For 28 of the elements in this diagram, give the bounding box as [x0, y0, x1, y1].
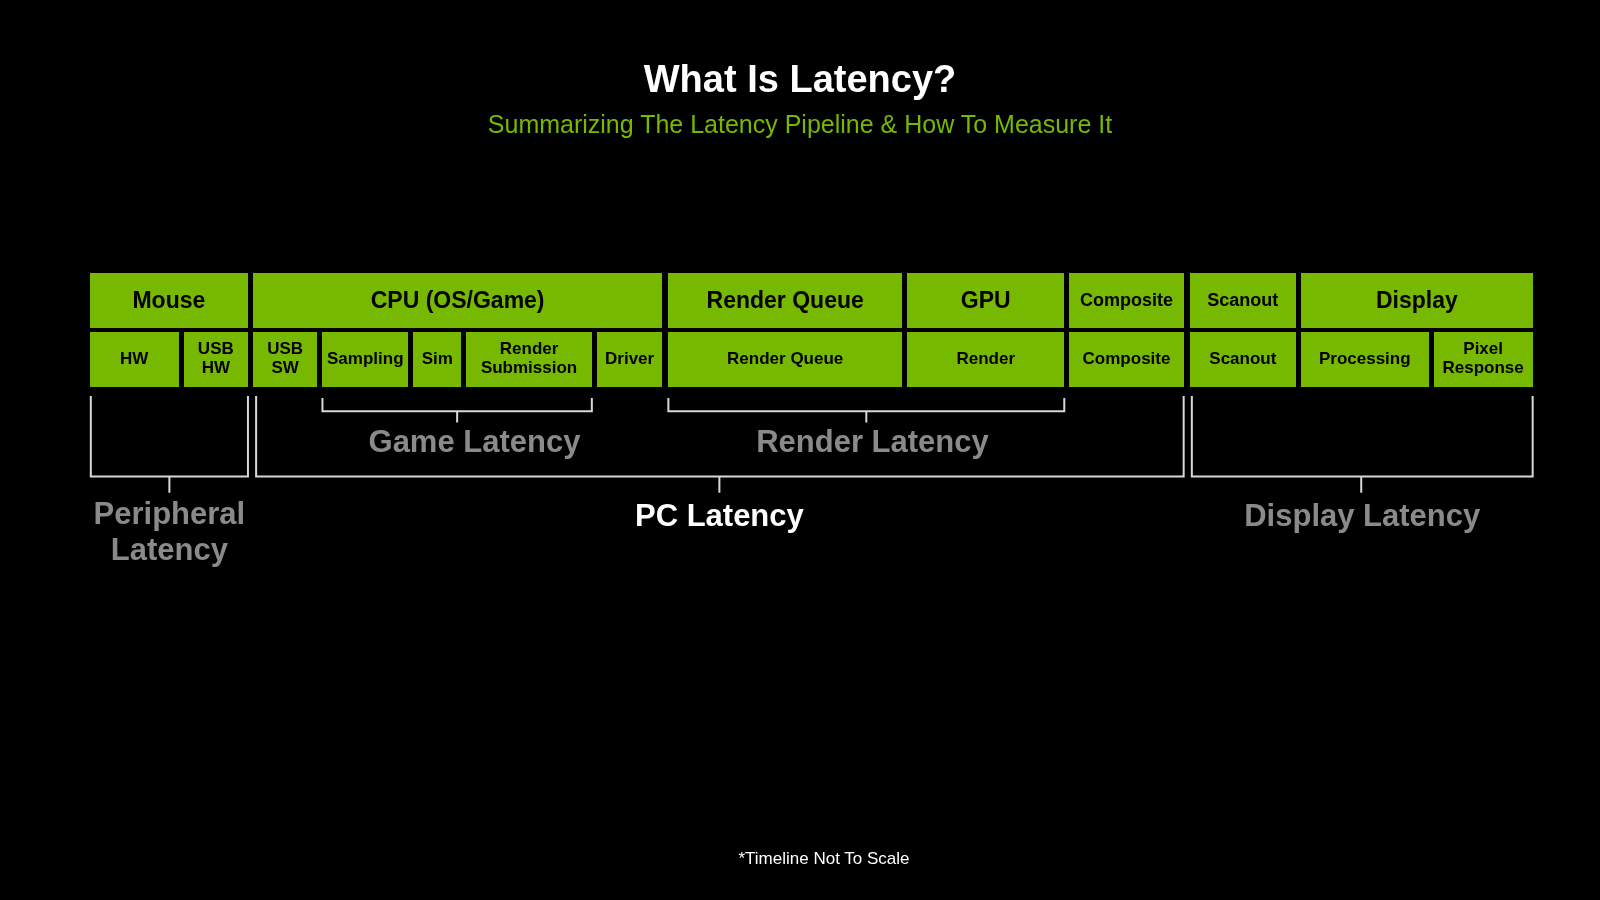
component-box: CPU (OS/Game) — [253, 273, 663, 328]
component-box: Scanout — [1189, 273, 1296, 328]
title: What Is Latency? — [642, 58, 958, 101]
component-box: Render Queue — [668, 273, 903, 328]
bracket-label: Game Latency — [367, 424, 582, 461]
stage-box: Sim — [413, 331, 462, 387]
bracket-label: Display Latency — [1243, 497, 1482, 534]
component-box: Display — [1301, 273, 1533, 328]
stage-box: Render Submission — [466, 331, 592, 387]
stage-box: Composite — [1069, 331, 1184, 387]
bracket-label: Render Latency — [755, 424, 990, 461]
stage-box: Pixel Response — [1433, 331, 1533, 387]
stage-box: Driver — [596, 331, 663, 387]
component-box: Mouse — [89, 273, 248, 328]
stage-box: USB HW — [183, 331, 248, 387]
footnote: *Timeline Not To Scale — [737, 848, 911, 869]
bracket-label: Peripheral Latency — [92, 495, 247, 568]
bracket-label: PC Latency — [633, 497, 805, 534]
stage-box: USB SW — [253, 331, 318, 387]
stage-box: Render — [907, 331, 1065, 387]
stage-box: Sampling — [322, 331, 409, 387]
subtitle: Summarizing The Latency Pipeline & How To Measure It — [486, 110, 1114, 139]
stage-box: Scanout — [1189, 331, 1296, 387]
stage-box: Render Queue — [668, 331, 903, 387]
stage-box: HW — [89, 331, 179, 387]
stage-box: Processing — [1301, 331, 1429, 387]
component-box: Composite — [1069, 273, 1184, 328]
component-box: GPU — [907, 273, 1065, 328]
